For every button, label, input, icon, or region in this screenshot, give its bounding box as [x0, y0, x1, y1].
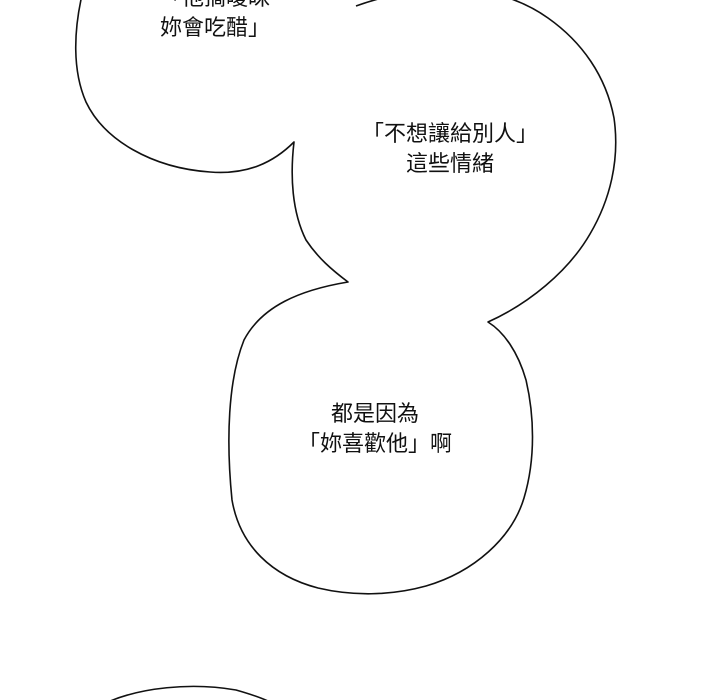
bubble-top-line-2: 妳會吃醋」	[159, 16, 270, 41]
bubble-top-line-1: 「他搞曖昧	[120, 0, 310, 14]
bubble-middle-line-1: 「不想讓給別人」	[361, 122, 538, 147]
speech-bubble-upper	[74, 0, 617, 595]
bubble-bottom-line-1: 都是因為	[330, 402, 419, 427]
bubble-bottom-line-2: 「妳喜歡他」啊	[297, 432, 452, 457]
bubble-text-middle: 「不想讓給別人」 這些情緒	[335, 120, 565, 180]
bubble-middle-line-2: 這些情緒	[405, 152, 494, 177]
bubble-text-bottom: 都是因為 「妳喜歡他」啊	[270, 400, 480, 460]
bubble-text-top: 「他搞曖昧 妳會吃醋」	[120, 0, 310, 44]
speech-bubble-lower	[110, 685, 268, 700]
